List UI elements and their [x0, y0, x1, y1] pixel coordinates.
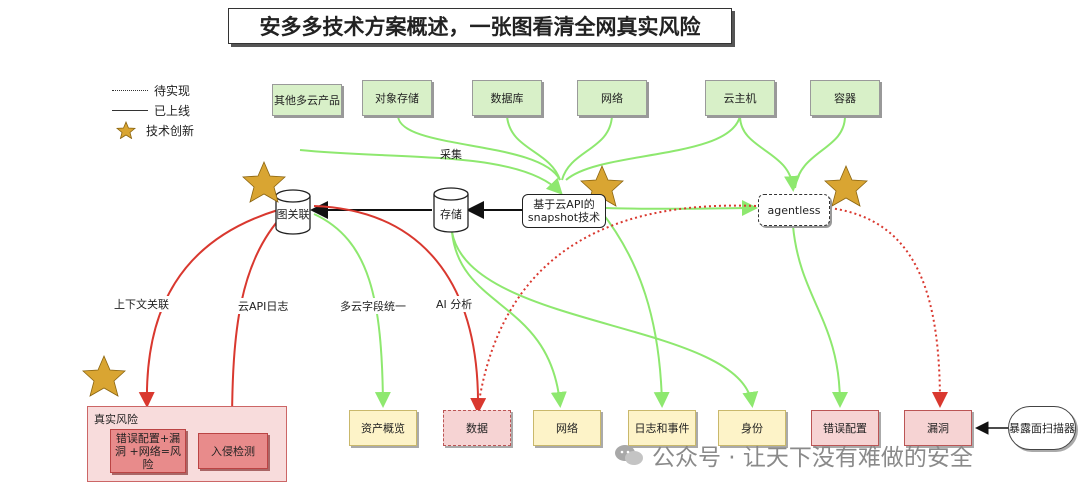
- source-database: 数据库: [472, 80, 542, 116]
- edge-db-snapshot: [506, 115, 561, 181]
- star-icon: [116, 121, 136, 139]
- edge-label-cloud-api-log: 云API日志: [238, 298, 289, 314]
- page-title: 安多多技术方案概述，一张图看清全网真实风险: [228, 8, 732, 44]
- edge-field-unify: [313, 213, 391, 408]
- legend-innovation: 技术创新: [112, 120, 194, 140]
- output-identity: 身份: [718, 410, 786, 446]
- source-network: 网络: [577, 80, 647, 116]
- graph-node-label: 图关联: [276, 208, 310, 221]
- wechat-icon: [615, 445, 643, 465]
- output-misconfig: 错误配置: [811, 410, 879, 446]
- legend-online: 已上线: [112, 100, 194, 120]
- edge-snapshot-logs: [599, 209, 670, 408]
- source-container: 容器: [810, 80, 880, 116]
- edge-objstore-snapshot: [397, 115, 561, 181]
- edge-ai-data: [313, 205, 487, 414]
- legend-online-label: 已上线: [154, 103, 191, 118]
- output-vuln: 漏洞: [904, 410, 972, 446]
- snapshot-tech-node: 基于云API的 snapshot技术: [522, 194, 606, 228]
- legend-pending-label: 待实现: [154, 83, 191, 98]
- dotted-line-icon: [112, 89, 148, 91]
- risk-combo-box: 错误配置+漏洞 +网络=风险: [110, 429, 186, 473]
- edge-collect: [299, 149, 563, 195]
- edge-storage-network: [451, 231, 567, 408]
- real-risk-group: 真实风险 错误配置+漏洞 +网络=风险 入侵检测: [87, 406, 287, 482]
- star-icon-agentless: [824, 164, 868, 207]
- legend: 待实现 已上线 技术创新: [112, 80, 194, 140]
- edge-host-agentless: [739, 115, 801, 192]
- storage-db-icon: [433, 187, 469, 233]
- storage-node-label: 存储: [440, 208, 462, 221]
- edge-agentless-vuln: [829, 207, 948, 408]
- edge-storage-identity: [451, 231, 759, 408]
- agentless-node: agentless: [758, 194, 830, 226]
- legend-pending: 待实现: [112, 80, 194, 100]
- source-object-storage: 对象存储: [362, 80, 432, 116]
- source-other-cloud: 其他多云产品: [272, 84, 342, 116]
- edge-container-agentless: [794, 115, 846, 189]
- edge-context: [138, 209, 279, 408]
- collect-label: 采集: [440, 148, 462, 161]
- output-data: 数据: [443, 410, 511, 446]
- watermark: 公众号 · 让天下没有难做的安全: [614, 440, 1054, 471]
- source-cloud-host: 云主机: [705, 80, 775, 116]
- star-icon-risk: [82, 354, 126, 397]
- exposure-scanner-node: 暴露面扫描器: [1008, 406, 1076, 450]
- edge-label-field-unify: 多云字段统一: [340, 298, 406, 314]
- real-risk-title: 真实风险: [94, 413, 138, 426]
- edge-net-snapshot: [561, 115, 613, 181]
- edge-cloudapilog: [224, 213, 285, 432]
- solid-line-icon: [112, 109, 148, 111]
- star-icon-graph: [242, 160, 286, 203]
- edge-snapshot-agentless: [605, 200, 758, 217]
- output-assets-overview: 资产概览: [349, 410, 417, 446]
- watermark-text: 公众号 · 让天下没有难做的安全: [652, 445, 973, 471]
- legend-innovation-label: 技术创新: [146, 123, 195, 138]
- edge-agentless-misconfig: [792, 225, 848, 408]
- edge-agentless-data: [477, 204, 757, 409]
- intrusion-detection-box: 入侵检测: [198, 433, 268, 469]
- edge-host-snapshot: [565, 115, 741, 181]
- output-logs-events: 日志和事件: [628, 410, 696, 446]
- output-network: 网络: [533, 410, 601, 446]
- edge-label-context: 上下文关联: [114, 296, 169, 312]
- edge-label-ai-analysis: AI 分析: [436, 296, 473, 312]
